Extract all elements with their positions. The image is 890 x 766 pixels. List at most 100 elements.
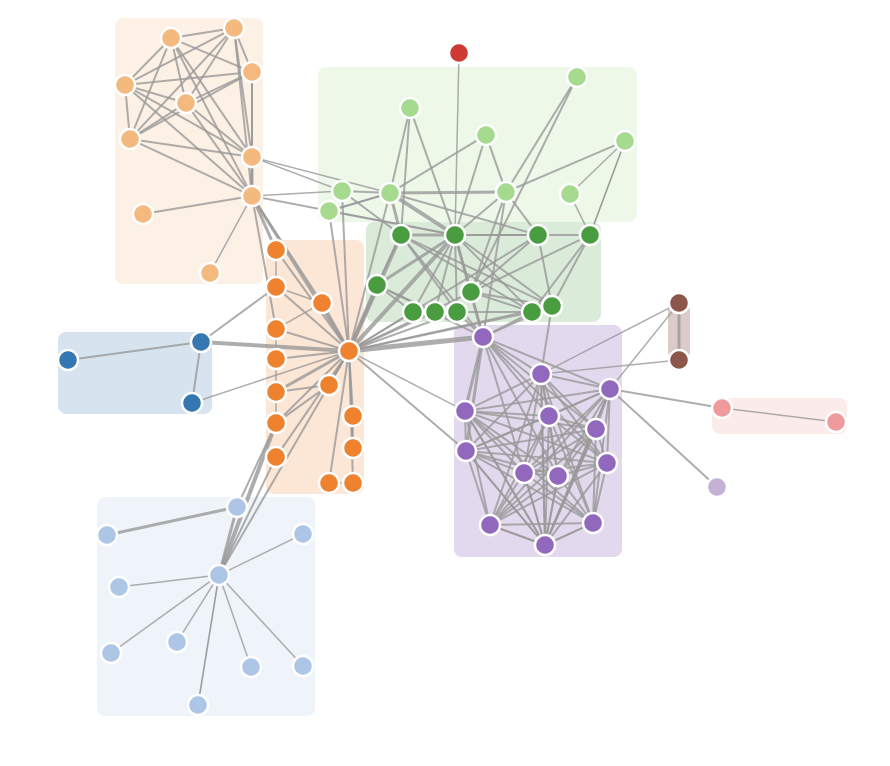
graph-node-orange[interactable] [264,275,288,299]
graph-node-purple[interactable] [453,399,477,423]
graph-node-purple[interactable] [471,325,495,349]
graph-link [454,52,460,236]
graph-node-orange[interactable] [310,291,334,315]
graph-link [721,407,837,423]
graph-node-peach[interactable] [240,60,264,84]
graph-node-lightblue[interactable] [291,522,315,546]
graph-link [275,286,350,352]
graph-node-lightblue[interactable] [186,693,210,717]
graph-node-green[interactable] [365,273,389,297]
graph-node-green[interactable] [520,300,544,324]
graph-node-lightblue[interactable] [225,495,249,519]
graph-node-peach[interactable] [118,127,142,151]
graph-node-lightgreen[interactable] [317,199,341,223]
graph-node-lightblue[interactable] [95,523,119,547]
graph-node-peach[interactable] [240,145,264,169]
graph-node-orange[interactable] [264,317,288,341]
graph-node-lightblue[interactable] [107,575,131,599]
graph-node-pink[interactable] [710,396,734,420]
graph-link [465,450,546,546]
graph-node-purple[interactable] [598,377,622,401]
graph-link [551,234,591,307]
graph-node-green[interactable] [401,300,425,324]
graph-node-blue[interactable] [180,391,204,415]
graph-node-green[interactable] [459,280,483,304]
graph-node-purple[interactable] [512,461,536,485]
graph-node-lightgreen[interactable] [474,123,498,147]
graph-node-lightblue[interactable] [165,630,189,654]
graph-node-lightblue[interactable] [99,641,123,665]
graph-node-lightblue[interactable] [291,654,315,678]
graph-node-green[interactable] [578,223,602,247]
graph-node-purple[interactable] [529,362,553,386]
graph-node-purple[interactable] [454,439,478,463]
graph-node-green[interactable] [389,223,413,247]
graph-link [275,350,350,360]
graph-node-lightgreen[interactable] [558,182,582,206]
graph-node-orange[interactable] [341,471,365,495]
graph-node-lavender[interactable] [705,475,729,499]
graph-node-green[interactable] [443,223,467,247]
graph-node-purple[interactable] [595,451,619,475]
graph-node-lightgreen[interactable] [398,96,422,120]
graph-node-orange[interactable] [264,347,288,371]
graph-node-lightgreen[interactable] [613,129,637,153]
graph-node-peach[interactable] [198,261,222,285]
graph-node-orange[interactable] [264,238,288,262]
graph-node-blue[interactable] [189,330,213,354]
graph-node-orange[interactable] [341,404,365,428]
graph-node-purple[interactable] [581,511,605,535]
graph-node-lightblue[interactable] [239,655,263,679]
graph-node-lightgreen[interactable] [378,181,402,205]
graph-link [465,450,559,477]
graph-link [464,388,611,412]
graph-node-blue[interactable] [56,348,80,372]
graph-node-purple[interactable] [533,533,557,557]
graph-link [389,192,539,236]
graph-node-purple[interactable] [546,464,570,488]
graph-node-lightgreen[interactable] [565,65,589,89]
graph-node-lightblue[interactable] [207,563,231,587]
group-hull-pink [712,398,847,434]
graph-node-green[interactable] [540,294,564,318]
graph-node-peach[interactable] [240,184,264,208]
graph-node-orange[interactable] [264,380,288,404]
graph-link [348,350,466,412]
graph-node-orange[interactable] [264,411,288,435]
graph-node-purple[interactable] [478,513,502,537]
graph-node-orange[interactable] [317,373,341,397]
graph-node-green[interactable] [526,223,550,247]
graph-node-peach[interactable] [113,73,137,97]
graph-node-orange[interactable] [341,436,365,460]
graph-node-green[interactable] [445,300,469,324]
graph-node-orange[interactable] [337,339,361,363]
graph-node-peach[interactable] [159,26,183,50]
graph-link [412,234,456,313]
graph-node-red[interactable] [447,41,471,65]
graph-link [218,574,304,667]
graph-node-peach[interactable] [131,202,155,226]
graph-link [454,134,487,236]
graph-link [409,107,456,236]
graph-node-purple[interactable] [584,417,608,441]
graph-node-brown[interactable] [667,291,691,315]
graph-node-orange[interactable] [317,471,341,495]
graph-node-peach[interactable] [222,16,246,40]
graph-link [328,210,456,236]
graph-link [489,462,608,526]
graph-link [470,234,539,293]
graph-node-orange[interactable] [264,445,288,469]
graph-node-lightgreen[interactable] [494,180,518,204]
graph-link [537,234,553,307]
graph-link [540,373,597,430]
graph-node-peach[interactable] [174,91,198,115]
graph-link [544,428,597,546]
graph-link [465,450,491,526]
graph-node-pink[interactable] [824,410,848,434]
graph-link [531,234,591,313]
graph-node-purple[interactable] [537,404,561,428]
graph-node-lightgreen[interactable] [330,179,354,203]
graph-link [251,156,391,194]
graph-node-green[interactable] [423,300,447,324]
graph-node-brown[interactable] [667,348,691,372]
